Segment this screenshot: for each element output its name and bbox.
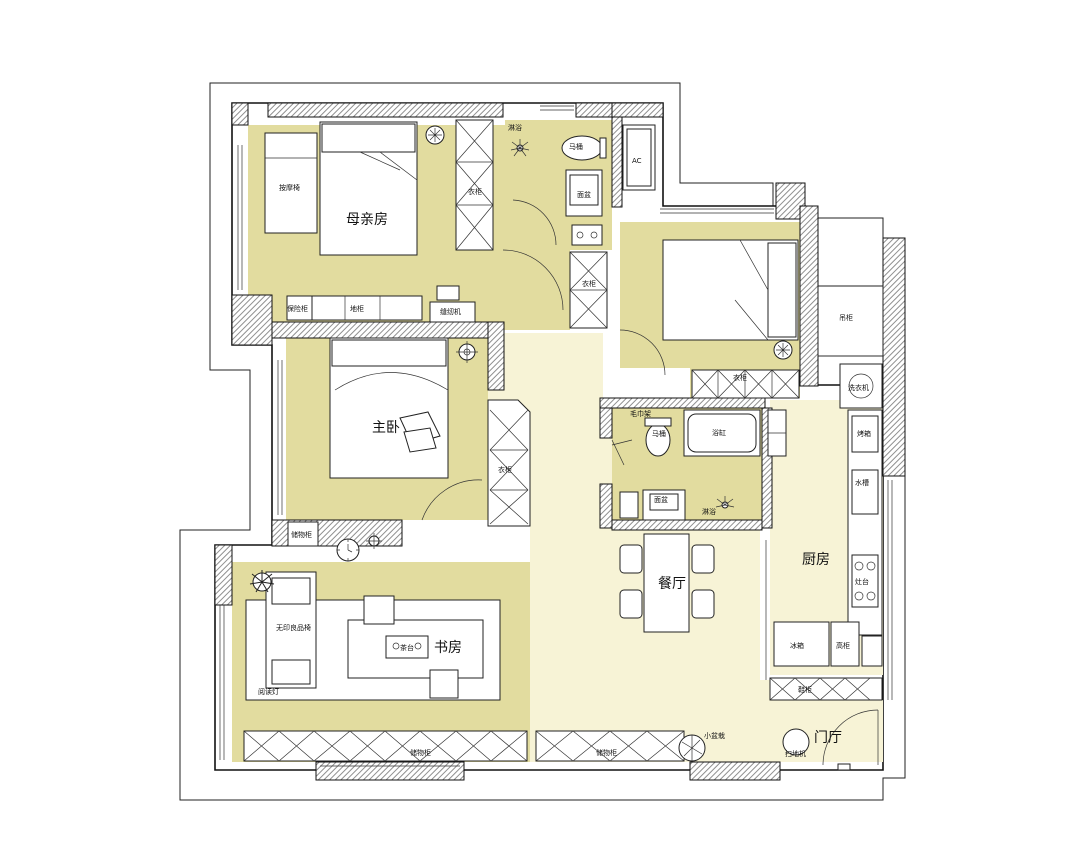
safe-cabinet-label: 保险柜: [287, 304, 308, 313]
lamp-icon: [366, 533, 382, 549]
plant-icon: [249, 570, 275, 593]
washing-machine-label: 洗衣机: [848, 383, 869, 392]
sewing-machine-label: 缝纫机: [440, 307, 461, 316]
toilet-top-label: 马桶: [569, 142, 583, 151]
second-bedroom-furniture: [619, 239, 800, 399]
top-bathroom-furniture: [561, 135, 607, 246]
ceiling-light-icon: [456, 341, 478, 363]
oven-label: 烤箱: [857, 429, 871, 438]
sweeper-robot-label: 扫地机: [785, 749, 806, 758]
toilet-mid-label: 马桶: [652, 429, 666, 438]
ac-unit: [622, 124, 656, 191]
fan-icon: [773, 340, 793, 360]
dining-furniture: [619, 533, 715, 633]
mother-room-furniture: [264, 119, 564, 323]
floor-cabinet-label: 地柜: [350, 304, 364, 313]
wardrobe-master-label: 衣柜: [498, 465, 512, 474]
clock-icon: [336, 538, 360, 562]
outer-outline: [179, 82, 906, 801]
storage-living-label: 储物柜: [596, 748, 617, 757]
wardrobe-mother-label: 衣柜: [468, 187, 482, 196]
master-bedroom-label: 主卧: [372, 420, 400, 436]
tall-cabinet-label: 高柜: [836, 641, 850, 650]
hall-wardrobe: [569, 251, 608, 329]
ac-label: AC: [632, 157, 642, 165]
windows: [219, 105, 893, 767]
fridge-label: 冰箱: [790, 641, 804, 650]
washbasin-mid-label: 面盆: [654, 495, 668, 504]
bottom-storage: [243, 730, 685, 762]
study-furniture: [245, 571, 501, 701]
kitchen-furniture: [765, 363, 883, 680]
shower-top-label: 淋浴: [508, 123, 522, 132]
master-bedroom-furniture: [287, 337, 531, 547]
sink-label: 水槽: [855, 478, 869, 487]
fan-icon: [425, 125, 445, 145]
storage-small-label: 储物柜: [291, 530, 312, 539]
massage-chair-label: 按摩椅: [279, 183, 300, 192]
reading-lamp-label: 阅读灯: [258, 687, 279, 696]
tea-table-label: 茶台: [400, 643, 414, 652]
muji-chair-label: 无印良品椅: [276, 623, 311, 632]
room-labels: 母亲房 主卧 书房 餐厅 厨房 门厅: [346, 212, 842, 746]
hatched-walls: [214, 102, 906, 781]
foyer-furniture: [678, 677, 883, 771]
washbasin-top-label: 面盆: [577, 190, 591, 199]
foyer-label: 门厅: [814, 730, 842, 746]
mother-room-label: 母亲房: [346, 212, 388, 228]
furniture-labels: 按摩椅 保险柜 地柜 缝纫机 衣柜 淋浴 马桶 面盆 AC 衣柜 衣柜 吊柜 洗…: [258, 123, 871, 758]
stove-label: 灶台: [855, 577, 869, 586]
small-plant-label: 小盆栽: [704, 731, 725, 740]
bathtub-label: 浴缸: [712, 428, 726, 437]
towel-rack-label: 毛巾架: [630, 409, 651, 418]
study-label: 书房: [434, 640, 462, 656]
wardrobe-hall-label: 衣柜: [582, 279, 596, 288]
kitchen-label: 厨房: [802, 552, 830, 568]
shower-mid-label: 淋浴: [702, 507, 716, 516]
wardrobe-second-label: 衣柜: [733, 373, 747, 382]
entry-cabinet-label: 鞋柜: [798, 685, 812, 694]
mid-bathroom-furniture: [611, 409, 787, 521]
storage-study-label: 储物柜: [410, 748, 431, 757]
balcony-cabinet-label: 吊柜: [839, 313, 853, 322]
shower-icon: [510, 139, 530, 157]
dining-label: 餐厅: [658, 576, 686, 592]
balcony: [817, 285, 884, 357]
shower-icon: [715, 496, 735, 509]
